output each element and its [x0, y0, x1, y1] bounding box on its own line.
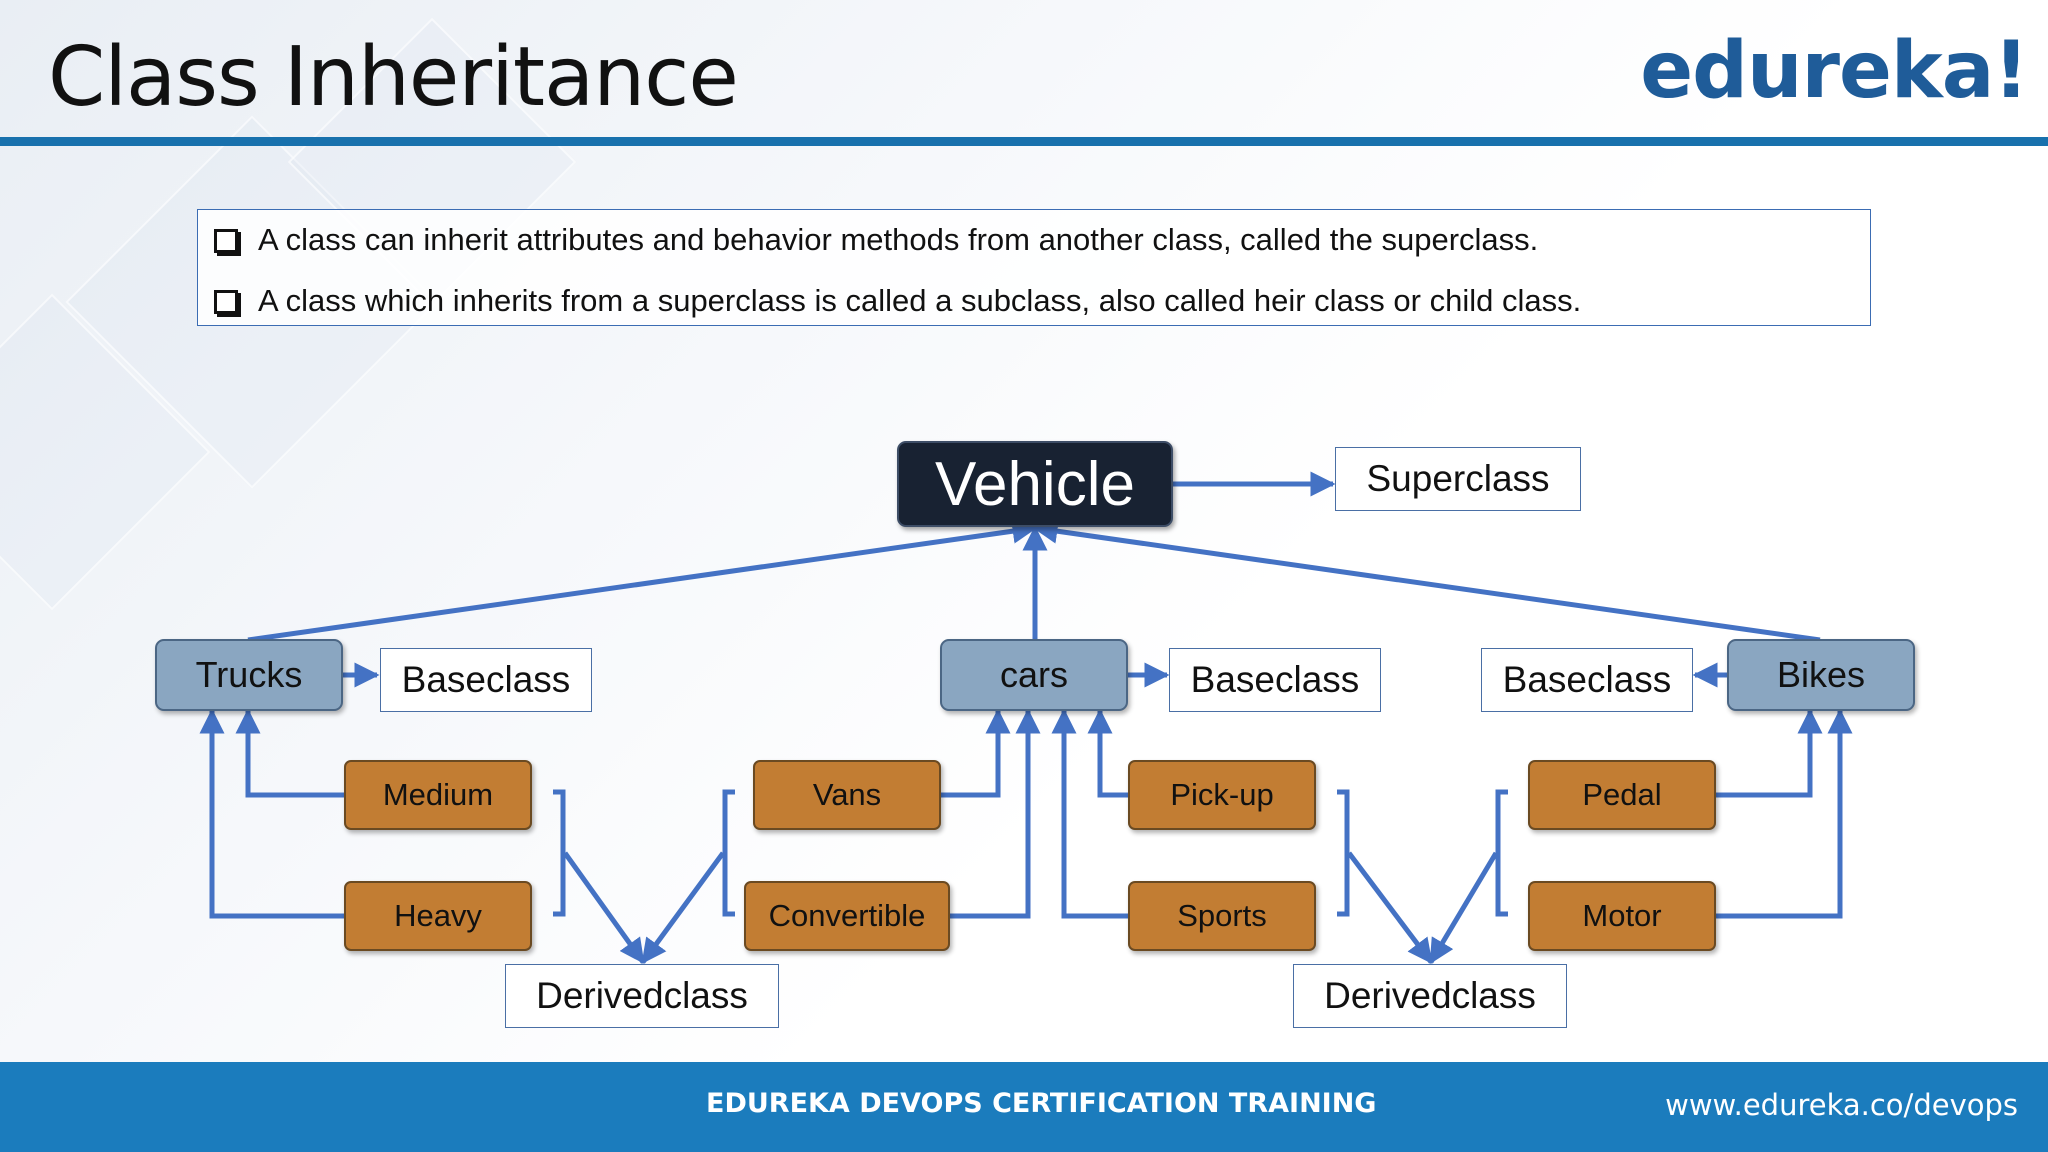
motor-node: Motor — [1528, 881, 1716, 951]
sports-node: Sports — [1128, 881, 1316, 951]
medium-to-trucks-arrow — [235, 708, 344, 798]
vans-to-cars-arrow — [940, 708, 1011, 798]
checkbox-bullet-icon — [214, 290, 238, 314]
cars-right-derived-bracket — [1337, 789, 1350, 917]
bikes-baseclass-label: Baseclass — [1481, 648, 1693, 712]
title-divider — [0, 137, 2048, 146]
trucks-node: Trucks — [155, 639, 343, 711]
vehicle-node: Vehicle — [897, 441, 1173, 527]
bullet-text: A class which inherits from a superclass… — [258, 283, 1582, 318]
bikes-node: Bikes — [1727, 639, 1915, 711]
pickup-sports-derivedclass-arrow — [1347, 851, 1433, 964]
bullet-item: A class can inherit attributes and behav… — [214, 222, 1538, 258]
bullet-item: A class which inherits from a superclass… — [214, 283, 1581, 319]
bikes-derived-bracket — [1495, 789, 1508, 917]
edureka-logo: edureka! — [1640, 26, 2029, 116]
pickup-to-cars-arrow — [1087, 708, 1128, 798]
cars-baseclass-label: Baseclass — [1169, 648, 1381, 712]
footer-url: www.edureka.co/devops — [1665, 1088, 2018, 1122]
footer-course-title: EDUREKA DEVOPS CERTIFICATION TRAINING — [706, 1088, 1377, 1119]
convertible-to-cars-arrow — [950, 708, 1041, 919]
cars-derivedclass-arrow — [640, 851, 726, 965]
bullet-text: A class can inherit attributes and behav… — [258, 222, 1539, 257]
derivedclass-label-right: Derivedclass — [1293, 964, 1567, 1028]
definition-box: A class can inherit attributes and behav… — [197, 209, 1871, 326]
vans-node: Vans — [753, 760, 941, 830]
bikes-derivedclass-arrow — [1428, 851, 1499, 965]
sports-to-cars-arrow — [1051, 708, 1128, 919]
motor-to-bikes-arrow — [1716, 708, 1853, 919]
heavy-to-trucks-arrow — [199, 708, 344, 919]
pedal-node: Pedal — [1528, 760, 1716, 830]
pickup-node: Pick-up — [1128, 760, 1316, 830]
cars-node: cars — [940, 639, 1128, 711]
bikes-to-vehicle-arrow — [1032, 518, 1821, 643]
checkbox-bullet-icon — [214, 229, 238, 253]
slide-title: Class Inheritance — [48, 30, 739, 125]
superclass-label: Superclass — [1335, 447, 1581, 511]
trucks-derived-bracket — [553, 789, 566, 917]
trucks-derivedclass-arrow — [562, 851, 646, 965]
medium-node: Medium — [344, 760, 532, 830]
trucks-baseclass-label: Baseclass — [380, 648, 592, 712]
trucks-to-vehicle-arrow — [247, 518, 1038, 643]
pedal-to-bikes-arrow — [1716, 708, 1823, 798]
cars-left-derived-bracket — [722, 789, 735, 917]
heavy-node: Heavy — [344, 881, 532, 951]
derivedclass-label-left: Derivedclass — [505, 964, 779, 1028]
inheritance-connectors — [199, 471, 1853, 965]
convertible-node: Convertible — [744, 881, 950, 951]
footer-bar — [0, 1062, 2048, 1152]
